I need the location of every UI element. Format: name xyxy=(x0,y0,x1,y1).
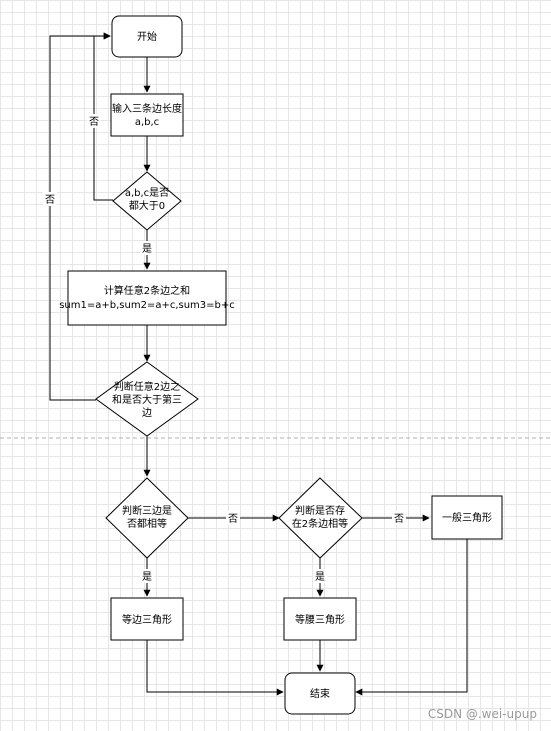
equilateral-label: 等边三角形 xyxy=(122,613,172,626)
edge-label-positive-no: 否 xyxy=(89,116,99,128)
edge-label-isosceles-no: 否 xyxy=(394,513,404,525)
start-node xyxy=(111,15,183,58)
edge-label-triangle-no: 否 xyxy=(45,194,55,206)
check-equilateral-label-line-1: 判断三边是 xyxy=(122,504,172,517)
edge-label-positive-yes: 是 xyxy=(142,243,152,255)
watermark: CSDN @.wei-upup xyxy=(427,707,537,721)
input-label-line-2: a,b,c xyxy=(135,117,159,128)
scalene-label: 一般三角形 xyxy=(442,511,492,524)
edge-scalene-end xyxy=(355,539,468,696)
check-positive-label-line-1: a,b,c是否 xyxy=(125,187,169,199)
edge-label-equilateral-no: 否 xyxy=(228,513,238,525)
check-isosceles-label-line-1: 判断是否存 xyxy=(295,504,345,517)
start-label: 开始 xyxy=(137,30,157,43)
compute-sums-node xyxy=(67,270,227,326)
check-positive-label-line-2: 都大于0 xyxy=(129,199,165,212)
check-equilateral-decision xyxy=(105,477,189,559)
check-triangle-label-line-3: 边 xyxy=(142,407,152,419)
input-label-line-1: 输入三条边长度 xyxy=(112,102,182,115)
compute-sums-label-line-2: sum1=a+b,sum2=a+c,sum3=b+c xyxy=(59,300,235,311)
scalene-node xyxy=(431,495,503,540)
edge-label-isosceles-yes: 是 xyxy=(315,571,325,583)
input-node xyxy=(110,93,184,137)
check-equilateral-label-line-2: 否都相等 xyxy=(127,517,167,530)
check-triangle-label-line-2: 和是否大于第三 xyxy=(112,393,182,406)
check-triangle-decision xyxy=(95,361,199,437)
check-isosceles-decision xyxy=(278,477,363,559)
edge-equilateral-end xyxy=(146,640,284,696)
check-isosceles-label-line-2: 在2条边相等 xyxy=(292,517,348,530)
equilateral-node xyxy=(110,597,184,641)
isosceles-node xyxy=(283,597,357,641)
edge-label-equilateral-yes: 是 xyxy=(142,571,152,583)
check-triangle-label-line-1: 判断任意2边之 xyxy=(114,380,180,393)
isosceles-label: 等腰三角形 xyxy=(295,613,345,626)
end-node xyxy=(284,672,356,715)
edge-triangle-no xyxy=(49,32,111,401)
compute-sums-label-line-1: 计算任意2条边之和 xyxy=(104,284,190,297)
check-positive-decision xyxy=(112,171,182,231)
end-label: 结束 xyxy=(310,687,330,700)
